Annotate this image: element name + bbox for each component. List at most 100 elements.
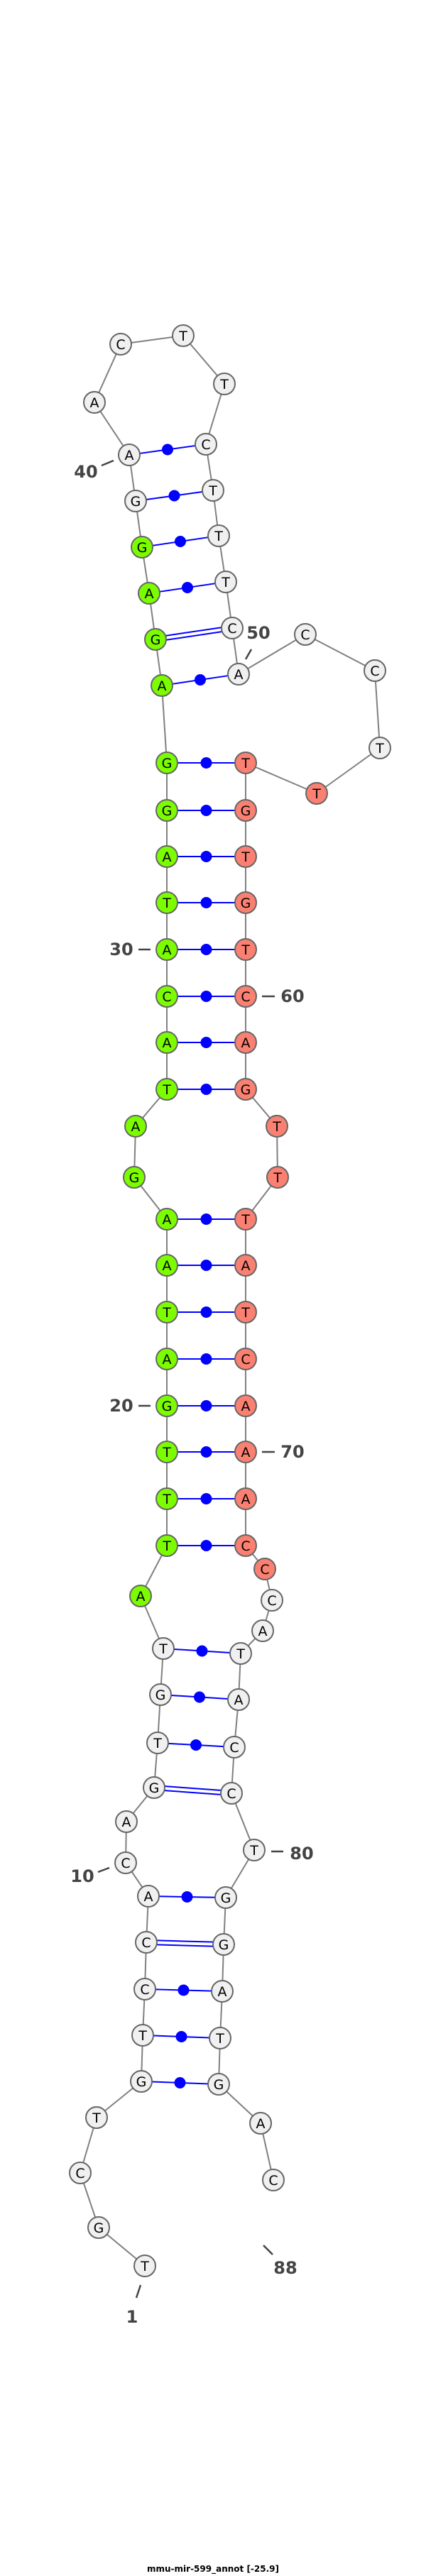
nucleotide-letter: C	[241, 1352, 250, 1367]
nucleotide-circle	[115, 1810, 138, 1833]
nucleotide-circle	[123, 1166, 146, 1189]
nucleotide-circle	[251, 1619, 274, 1642]
pair-dot	[200, 805, 212, 816]
nucleotide: G	[214, 1886, 237, 1909]
pair-dot	[200, 1540, 212, 1551]
nucleotide-circle	[202, 479, 224, 502]
nucleotide: A	[211, 1980, 234, 2003]
position-number: 1	[126, 2307, 138, 2327]
nucleotide-circle	[209, 2027, 231, 2049]
nucleotide-letter: C	[370, 664, 379, 679]
nucleotide: T	[155, 1441, 178, 1463]
nucleotide-circle	[234, 1348, 257, 1370]
nucleotide-letter: T	[140, 2259, 149, 2274]
nucleotide-letter: T	[153, 1736, 162, 1751]
nucleotide-circle	[364, 659, 386, 682]
nucleotide-circle	[155, 1208, 178, 1231]
position-tick	[135, 2284, 142, 2299]
position-label: 60	[262, 986, 305, 1006]
nucleotide-letter: A	[241, 1492, 251, 1507]
nucleotide-letter: G	[162, 803, 173, 819]
nucleotide-letter: T	[162, 1305, 171, 1321]
nucleotide-circle	[85, 2106, 108, 2129]
nucleotide-circle	[155, 985, 178, 1008]
nucleotide-circle	[172, 324, 195, 347]
nucleotide: T	[155, 891, 178, 914]
base-pair	[151, 2077, 209, 2088]
nucleotide-circle	[155, 845, 178, 868]
nucleotide-letter: T	[375, 741, 384, 756]
nucleotide: T	[368, 737, 391, 759]
pair-dot	[200, 851, 212, 862]
pair-bond-line	[164, 1790, 221, 1795]
pair-dot	[200, 1353, 212, 1365]
nucleotide: T	[152, 1637, 175, 1660]
base-pair	[178, 1446, 235, 1458]
nucleotide-letter: T	[273, 1170, 282, 1186]
position-label: 1	[126, 2284, 142, 2327]
nucleotide: A	[137, 1885, 160, 1908]
nucleotide-letter: T	[162, 1539, 171, 1554]
nucleotide-circle	[135, 1931, 158, 1954]
nucleotide-letter: C	[141, 1935, 151, 1951]
pair-dot	[200, 1084, 212, 1095]
base-pair	[170, 1691, 229, 1703]
nucleotide-letter: A	[256, 2116, 266, 2132]
nucleotide-circle	[234, 1394, 257, 1417]
nucleotide: A	[155, 1208, 178, 1231]
nucleotide-circle	[262, 2169, 285, 2191]
base-pair	[178, 1306, 235, 1318]
nucleotide-letter: C	[300, 627, 310, 643]
nucleotide-circle	[221, 617, 244, 639]
nucleotide-letter: G	[214, 2077, 224, 2093]
nucleotide-letter: G	[136, 2074, 147, 2090]
nucleotide: A	[115, 1810, 138, 1833]
nucleotide: T	[234, 1301, 257, 1323]
base-pair	[178, 1213, 235, 1225]
nucleotide-letter: A	[218, 1984, 227, 2000]
nucleotide-circle	[253, 1558, 276, 1580]
nucleotide-circle	[294, 623, 317, 646]
nucleotide-circle	[69, 2162, 92, 2184]
nucleotide-letter: T	[249, 1843, 258, 1859]
base-pairs	[139, 444, 235, 2088]
nucleotide-letter: T	[312, 786, 321, 802]
pair-dot	[175, 536, 186, 547]
backbone-segment	[316, 747, 381, 794]
nucleotide: G	[155, 752, 178, 774]
nucleotide-letter: G	[241, 896, 251, 911]
nucleotide-circle	[131, 2024, 154, 2047]
nucleotide-circle	[234, 985, 257, 1008]
base-pair	[178, 1493, 235, 1504]
nucleotide-letter: C	[116, 337, 125, 353]
nucleotide-circle	[155, 1394, 178, 1417]
position-number: 70	[280, 1442, 304, 1462]
pair-dot	[181, 1891, 193, 1903]
nucleotide-letter: C	[241, 1539, 250, 1554]
nucleotide: A	[227, 663, 250, 686]
nucleotide-circle	[143, 1776, 165, 1799]
nucleotide-letter: A	[122, 1815, 131, 1830]
nucleotide-letter: T	[241, 1305, 250, 1321]
base-pair	[172, 674, 229, 686]
base-pair	[178, 991, 235, 1002]
base-pair	[178, 805, 235, 816]
pair-dot	[200, 1260, 212, 1271]
pair-dot	[200, 1037, 212, 1048]
nucleotide-circle	[155, 1441, 178, 1463]
base-pair	[178, 1260, 235, 1271]
pair-bond-line	[165, 1785, 222, 1791]
position-label: 20	[109, 1396, 151, 1416]
pair-dot	[168, 490, 180, 502]
nucleotide: C	[135, 1931, 158, 1954]
base-pair-gc	[156, 1939, 214, 1947]
nucleotide-circle	[144, 628, 167, 651]
nucleotide: A	[124, 1115, 147, 1138]
nucleotide: C	[69, 2162, 92, 2184]
nucleotide: G	[124, 490, 147, 512]
nucleotide-circle	[234, 1301, 257, 1323]
nucleotide: T	[207, 524, 230, 547]
nucleotide-circle	[229, 1642, 252, 1665]
position-number: 10	[70, 1866, 94, 1886]
base-pair	[159, 582, 216, 593]
